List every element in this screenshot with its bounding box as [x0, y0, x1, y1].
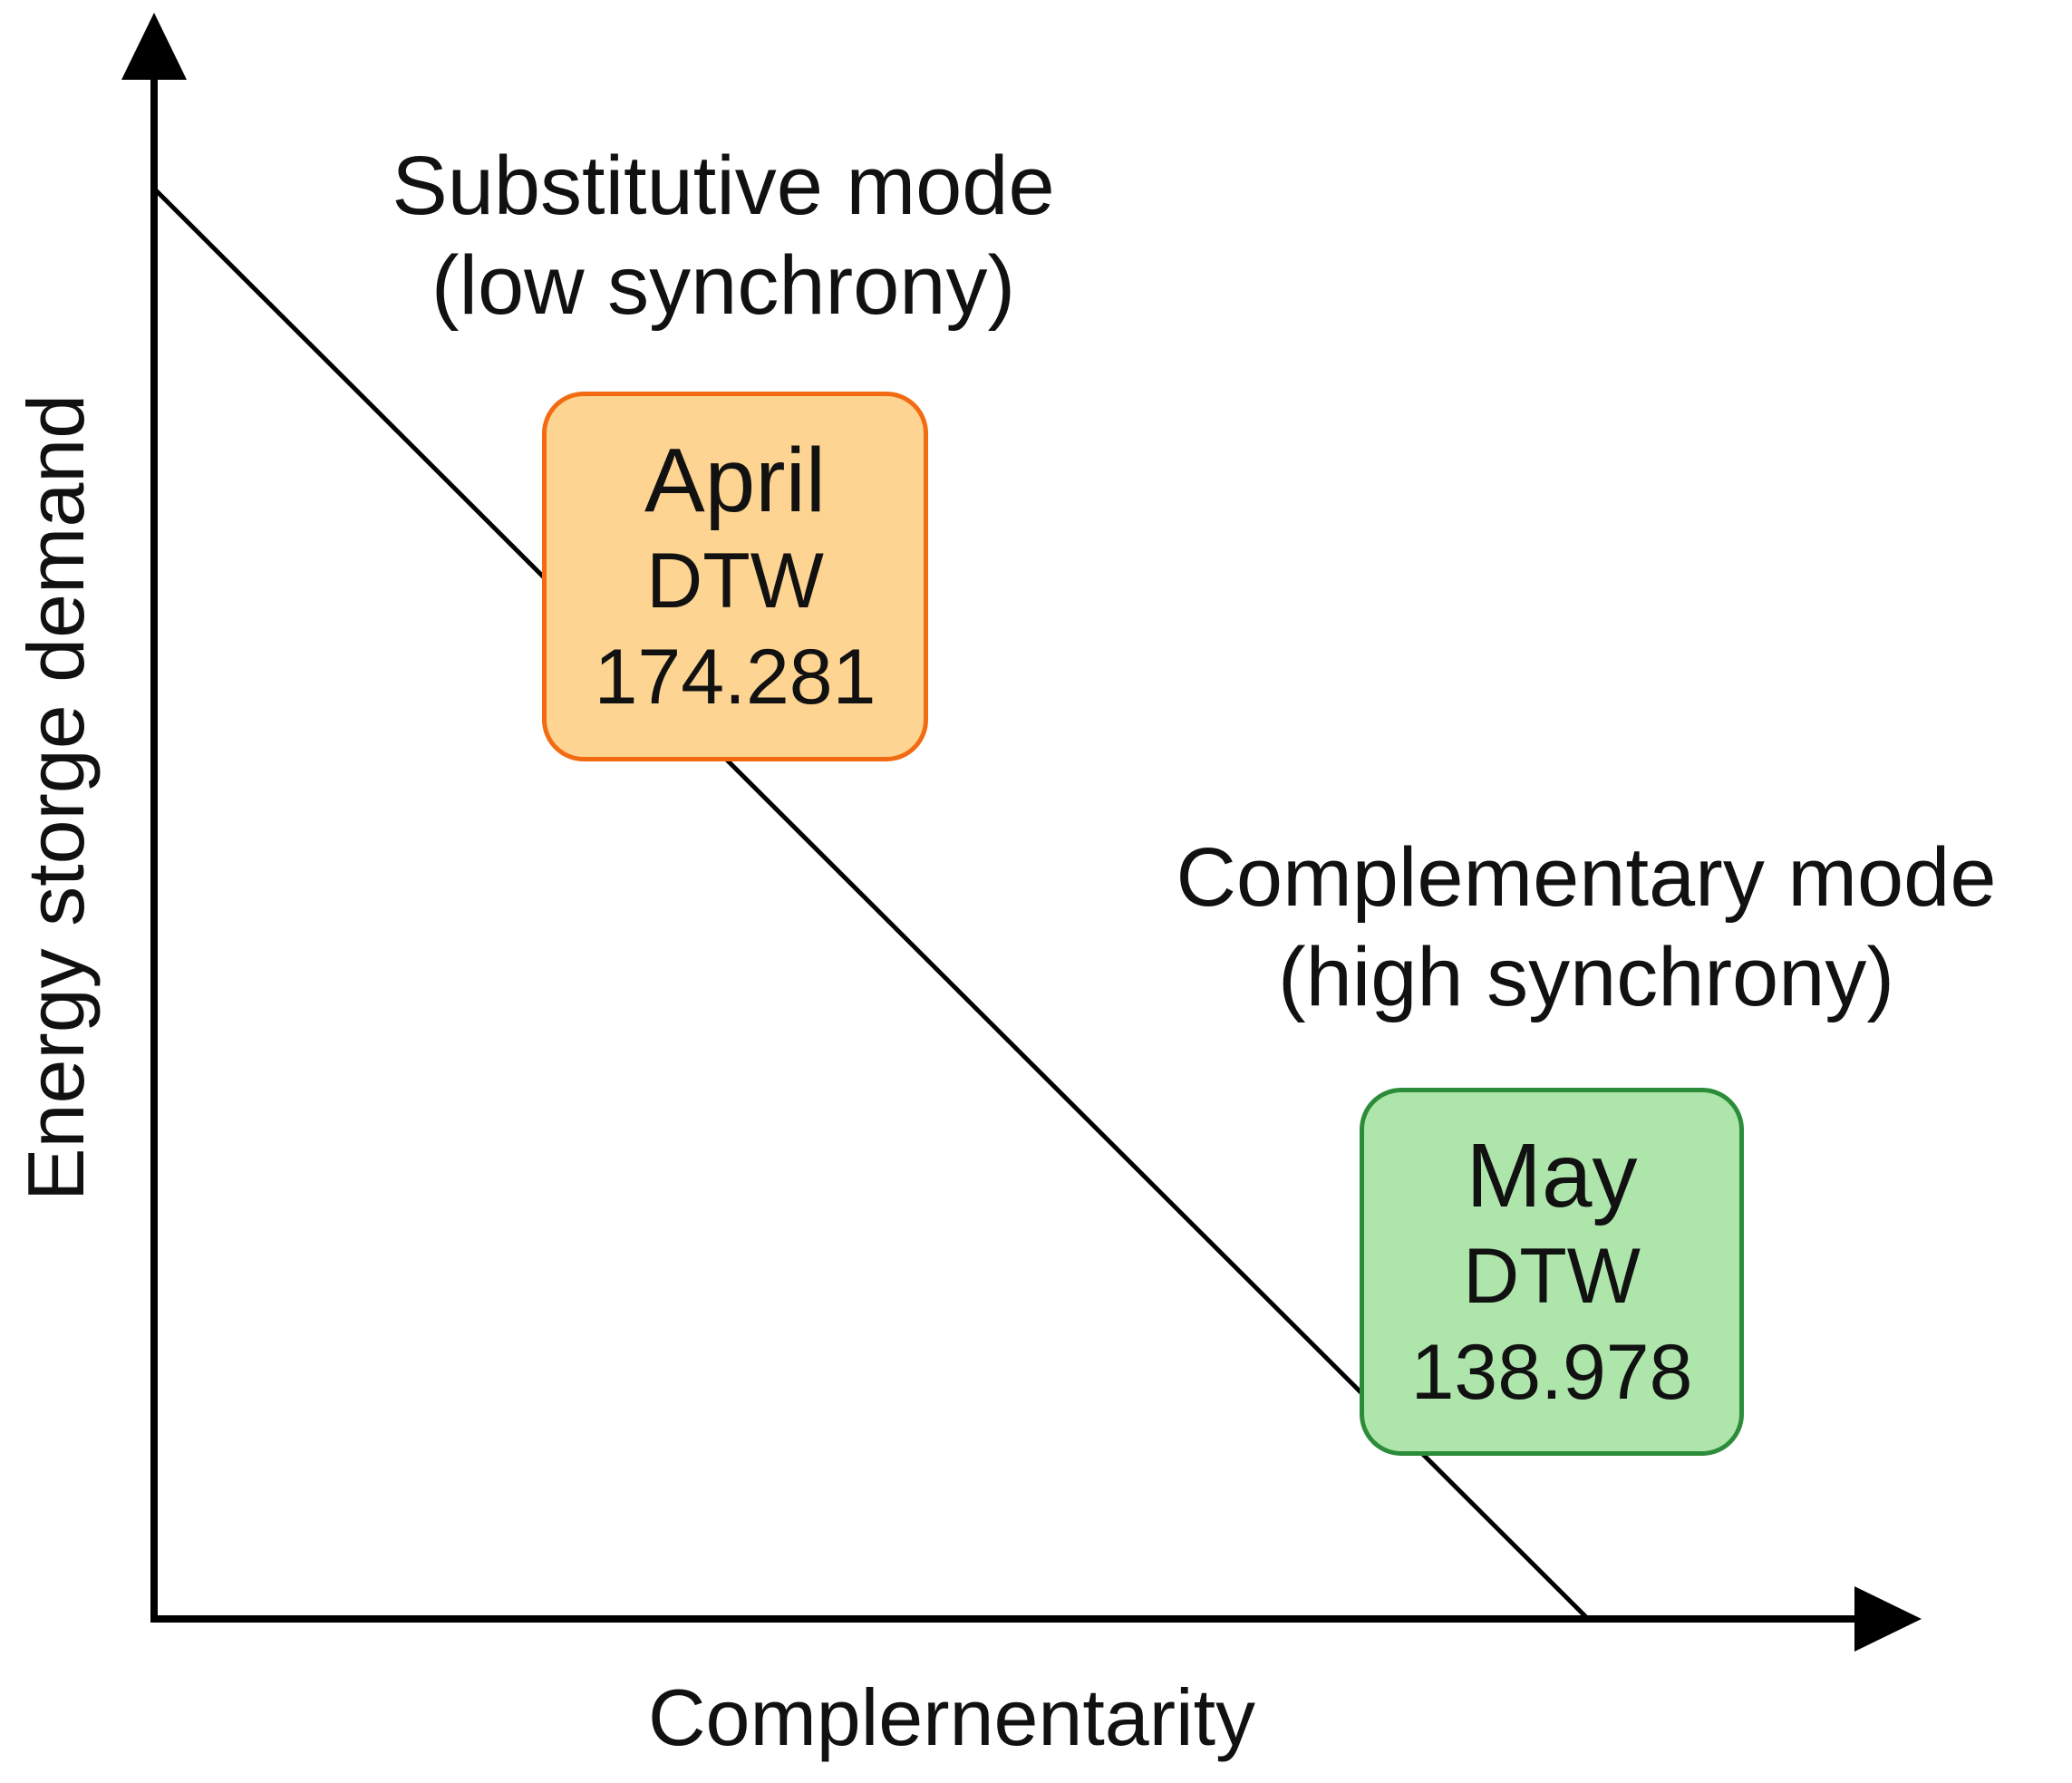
may-dtw-box: May DTW 138.978 [1360, 1088, 1744, 1456]
complementary-mode-title: Complementary mode [1176, 831, 1997, 924]
x-axis-arrowhead [1854, 1586, 1922, 1652]
y-axis-label: Energy storge demand [11, 393, 101, 1202]
april-metric-label: DTW [646, 538, 824, 625]
complementary-mode-label: Complementary mode (high synchrony) [1115, 828, 2057, 1028]
may-month-label: May [1466, 1125, 1638, 1227]
may-dtw-value: 138.978 [1410, 1328, 1693, 1416]
y-axis-arrowhead [121, 13, 187, 80]
april-dtw-value: 174.281 [594, 633, 876, 721]
april-dtw-box: April DTW 174.281 [542, 392, 928, 761]
april-month-label: April [644, 430, 827, 532]
x-axis-label: Complernentarity [647, 1672, 1256, 1762]
complementary-mode-subtitle: (high synchrony) [1277, 931, 1895, 1024]
substitutive-mode-label: Substitutive mode (low synchrony) [347, 136, 1099, 336]
trend-line [152, 187, 1590, 1621]
substitutive-mode-title: Substitutive mode [392, 140, 1055, 232]
substitutive-mode-subtitle: (low synchrony) [431, 239, 1016, 333]
may-metric-label: DTW [1463, 1233, 1641, 1321]
